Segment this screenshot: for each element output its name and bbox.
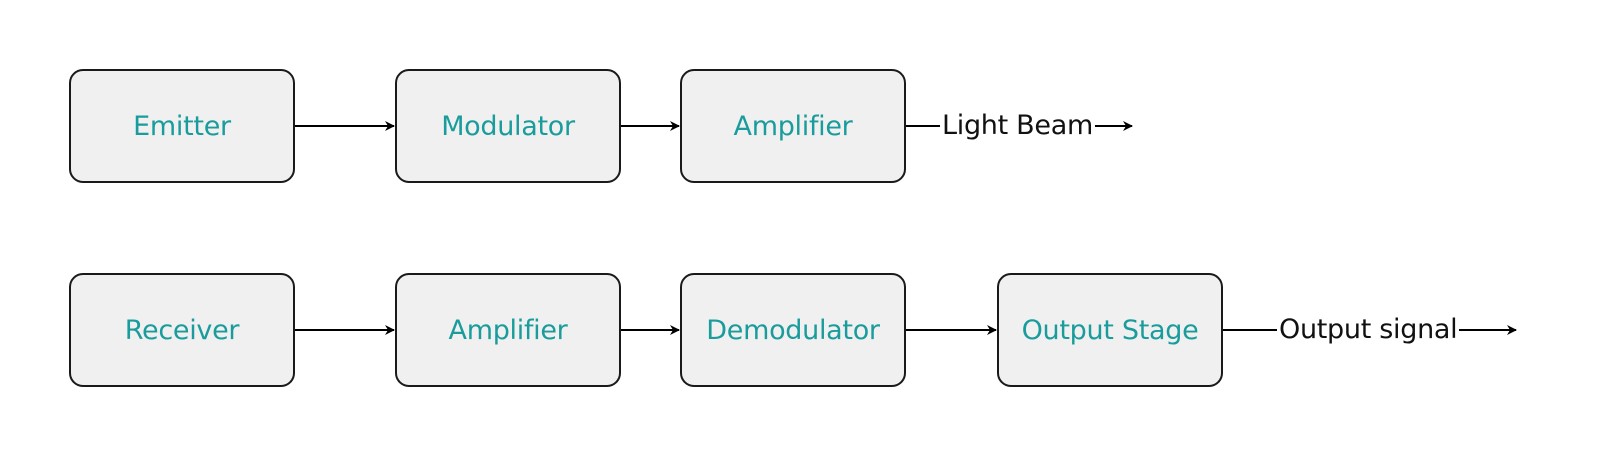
- amplifier-block: Amplifier: [680, 69, 906, 183]
- modulator-block: Modulator: [395, 69, 621, 183]
- receiver-block: Receiver: [69, 273, 295, 387]
- output-signal-label: Output signal: [1277, 314, 1460, 346]
- output-stage-block: Output Stage: [997, 273, 1223, 387]
- demodulator-block: Demodulator: [680, 273, 906, 387]
- emitter-block: Emitter: [69, 69, 295, 183]
- light-beam-label: Light Beam: [940, 110, 1095, 142]
- amplifier-block-rx: Amplifier: [395, 273, 621, 387]
